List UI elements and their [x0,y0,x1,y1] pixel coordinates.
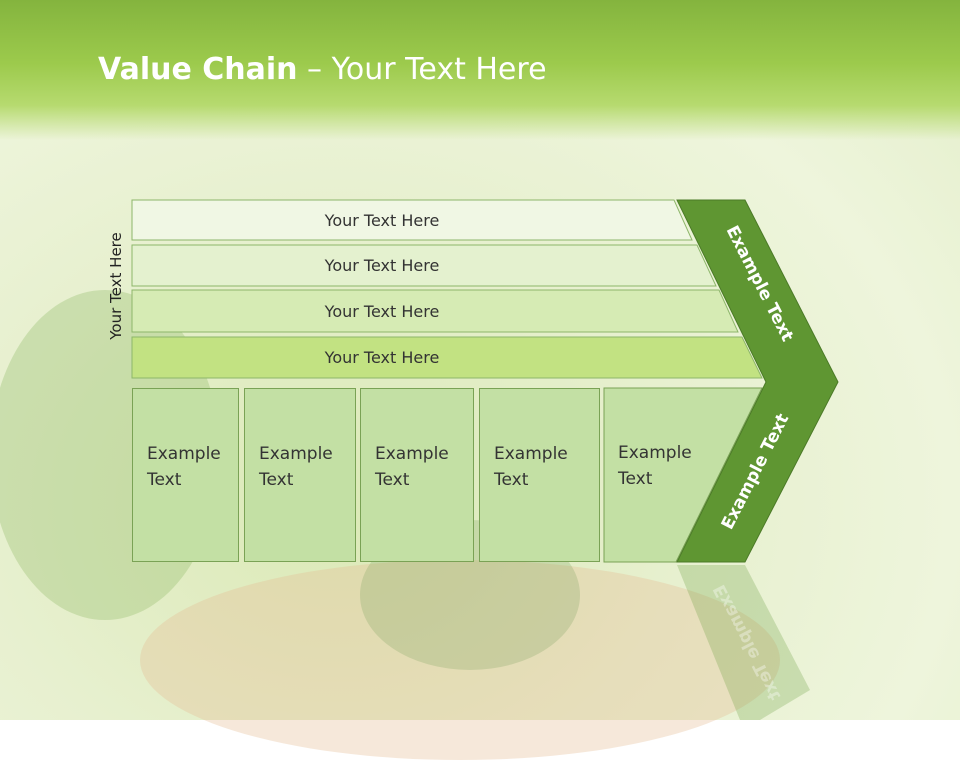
box-shape-5 [603,387,763,563]
bar-4: Your Text Here [132,337,692,378]
title-bold: Value Chain [98,52,298,87]
box-4-line1: Example [494,444,568,464]
bar-3-label: Your Text Here [324,301,440,321]
chevron-reflection [677,565,810,720]
shapes-layer: Example Text Example Text Example Text [131,199,839,720]
box-3-line1: Example [375,444,449,464]
header-band [0,0,960,140]
box-5-line1: Example [618,443,692,463]
bar-2: Your Text Here [132,245,692,286]
box-1-line1: Example [147,444,221,464]
slide-title: Value Chain – Your Text Here [98,52,547,87]
title-rest: – Your Text Here [297,52,547,87]
bar-1-label: Your Text Here [324,210,440,230]
bar-3: Your Text Here [132,290,692,332]
box-4-line2: Text [494,470,529,490]
chevron-shape [676,199,839,563]
box-5-line2: Text [618,469,653,489]
bar-shape-4 [131,336,763,379]
bar-shape-2 [131,244,717,287]
bar-shape-3 [131,289,739,333]
box-2-line1: Example [259,444,333,464]
box-1-line2: Text [147,470,182,490]
box-2-line2: Text [259,470,294,490]
bar-1: Your Text Here [132,200,692,240]
bar-4-label: Your Text Here [324,348,440,367]
bar-shape-1 [131,199,693,241]
box-3-line2: Text [375,470,410,490]
bar-2-label: Your Text Here [324,256,440,275]
